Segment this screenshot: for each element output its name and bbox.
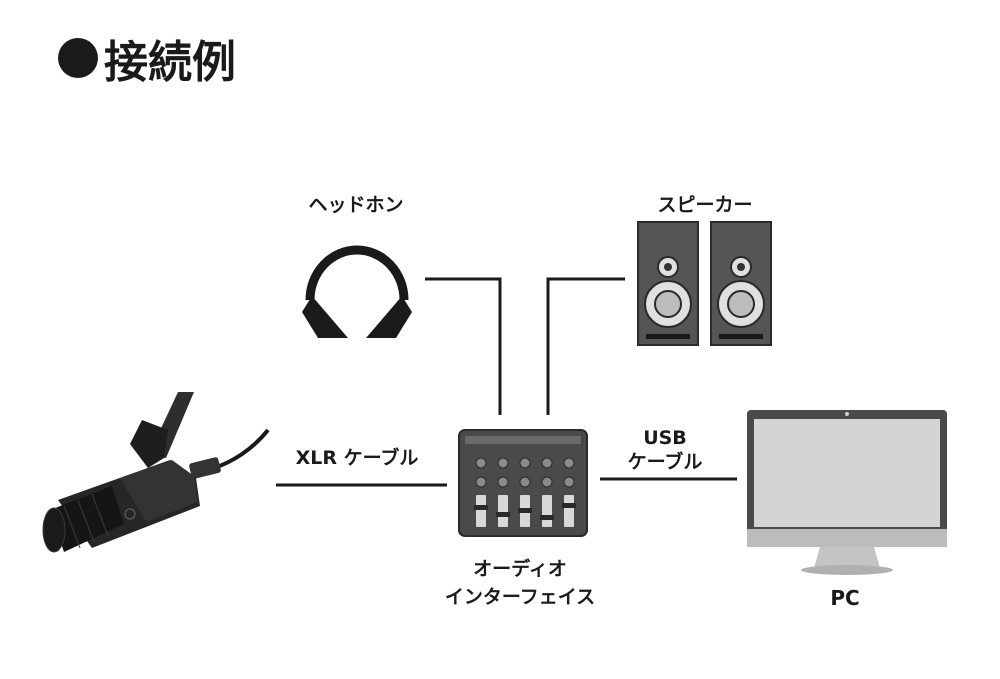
microphone-icon (42, 392, 270, 553)
headphone-cable (425, 277, 502, 415)
page-title: 接続例 (58, 26, 236, 90)
pc-monitor-icon (747, 410, 947, 575)
speaker-cable (546, 277, 625, 415)
usb-cable-label-line1: USB (643, 427, 687, 449)
headphones-icon (302, 245, 412, 338)
usb-cable-label-line2: ケーブル (627, 451, 703, 473)
speaker-right (710, 221, 772, 346)
speakers-icon (637, 221, 772, 346)
bullet-icon (58, 38, 98, 78)
speakers-label: スピーカー (657, 194, 753, 216)
headphones-label: ヘッドホン (308, 194, 404, 216)
usb-cable-label: USB ケーブル (610, 426, 720, 474)
audio-interface-icon (458, 429, 588, 537)
page-title-text: 接続例 (104, 37, 236, 88)
audio-interface-label: オーディオ インターフェイス (420, 555, 620, 611)
pc-label: PC (830, 586, 860, 610)
audio-interface-label-line1: オーディオ (473, 558, 567, 580)
speaker-left (637, 221, 699, 346)
audio-interface-label-line2: インターフェイス (444, 586, 596, 608)
xlr-cable-label: XLR ケーブル (295, 447, 419, 469)
